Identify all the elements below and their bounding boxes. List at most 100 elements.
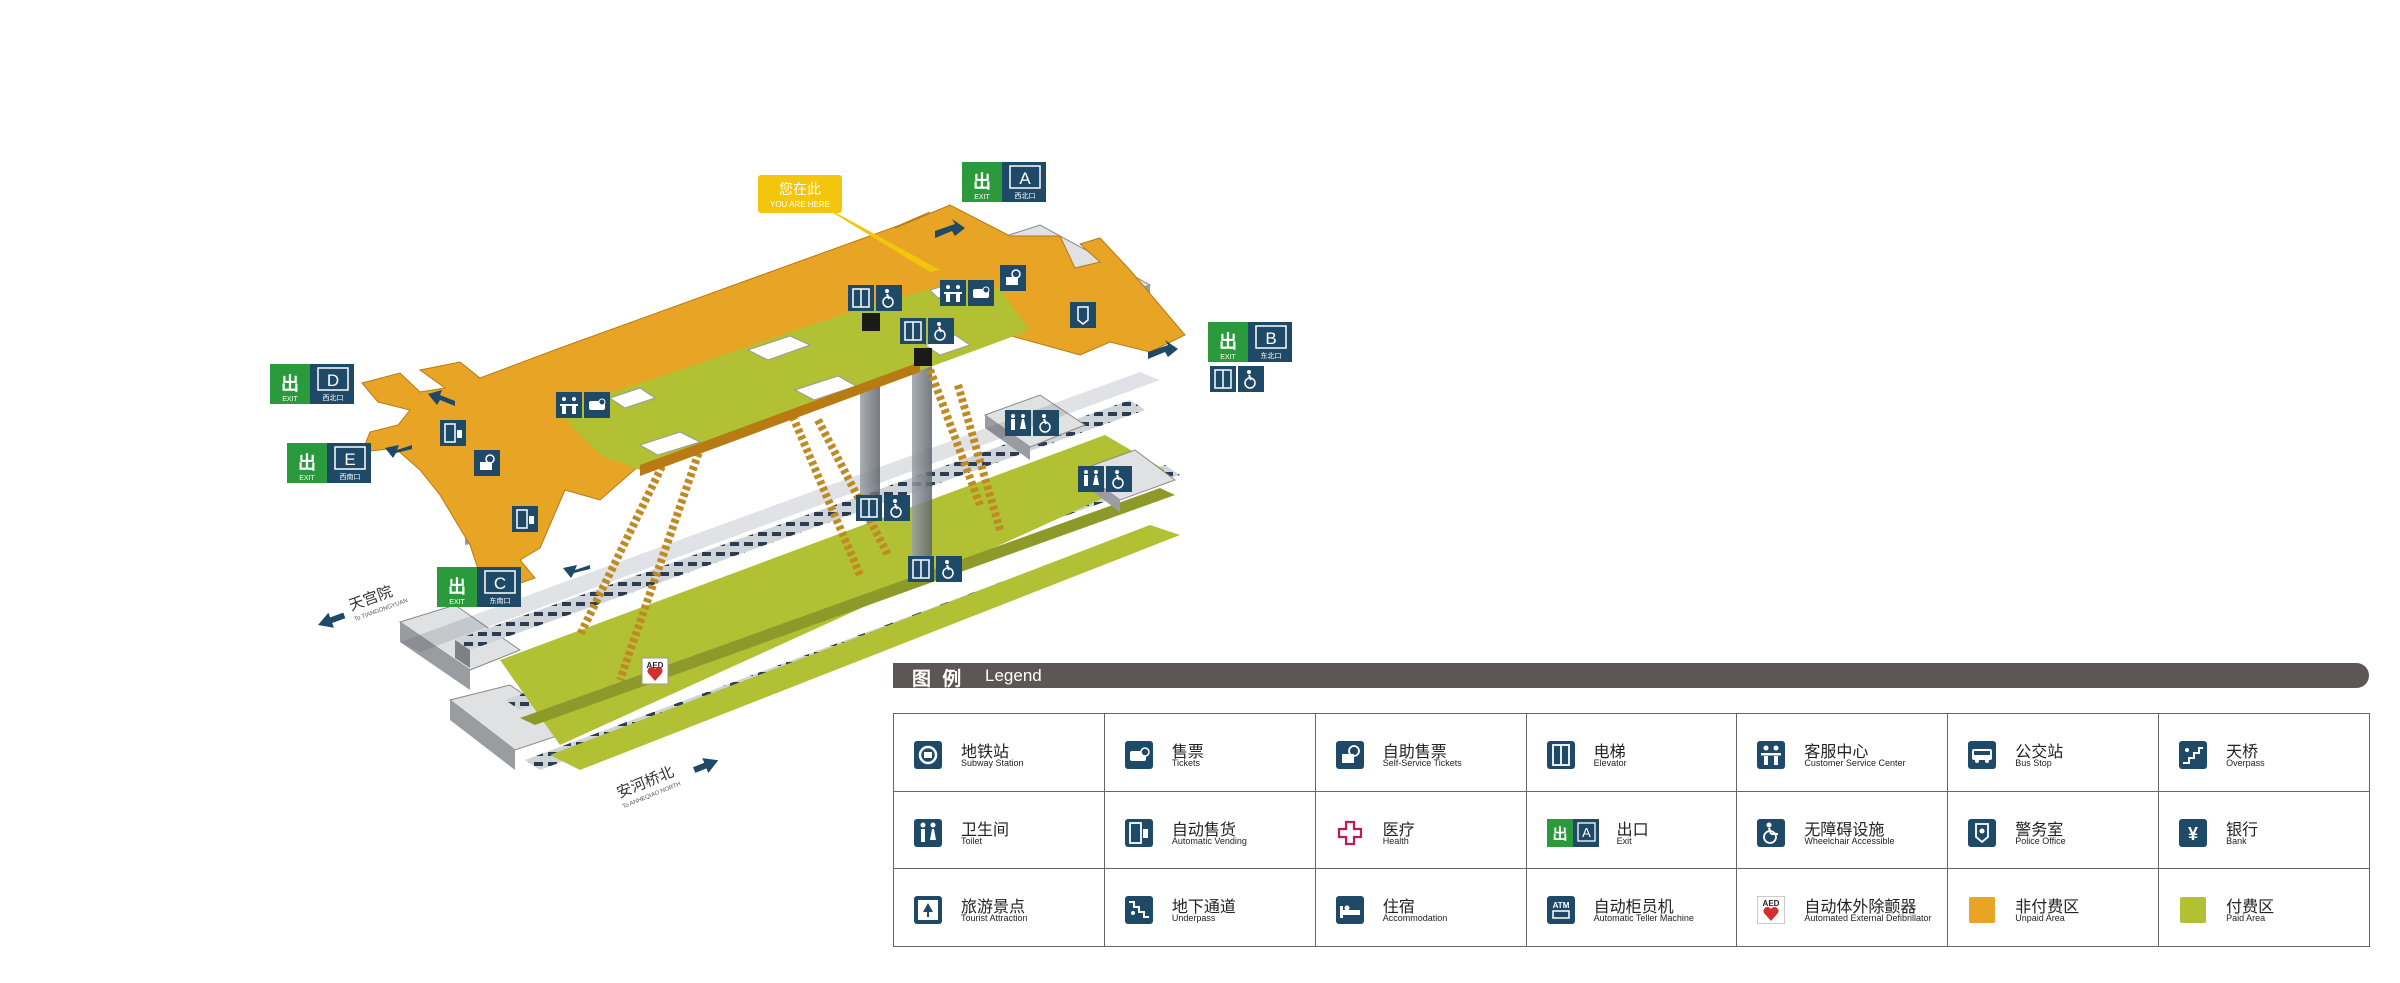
legend-item-bank: ¥ 银行 Bank [2159,791,2370,870]
exit-label: EXIT [1220,354,1236,361]
exit-letter: E [344,450,355,469]
legend-label-en: Automatic Vending [1171,835,1247,846]
legend-label-en: Customer Service Center [1804,758,1906,768]
legend-label-en: Toilet [961,835,983,846]
legend-label-zh: 公交站 [2015,744,2064,761]
customer-service-icon [940,280,966,306]
tickets-icon [1124,741,1153,769]
bus-icon [1968,741,1997,769]
svg-text:ATM: ATM [1552,901,1569,910]
legend-label-en: Automatic Teller Machine [1593,913,1694,924]
legend-label-zh: 地下通道 [1171,899,1236,917]
exit-arrows [385,219,1178,578]
subway-icon [914,741,942,769]
exit-label: EXIT [974,194,990,201]
legend-item-health: 医疗 Health [1315,791,1527,870]
legend-label-zh: 无障碍设施 [1804,821,1885,839]
health-icon [1335,818,1364,847]
exit-letter: D [327,371,339,390]
wheelchair-icon [876,285,902,311]
exit-sign-c[interactable]: 出 EXIT C 东南口 [437,567,521,607]
legend-label-en: Elevator [1593,758,1627,768]
legend-item-unpaid-area: 非付费区 Unpaid Area [1948,869,2160,947]
tourist-icon [914,896,942,925]
elevator-icon [908,556,934,582]
toilet-icon [1005,410,1031,436]
legend-label-zh: 医疗 [1382,821,1415,839]
legend-label-zh: 自助售票 [1382,744,1447,761]
legend-label-zh: 住宿 [1382,899,1415,917]
exit-name: 东南口 [490,596,511,605]
direction-anheqiao: 安河桥北 To ANHEQIAO NORTH [614,758,719,810]
legend-label-en: Bus Stop [2015,758,2052,768]
self-service-tickets-icon [474,450,500,476]
self-service-tickets-icon [1000,265,1026,291]
exit-letter: A [1582,825,1591,840]
legend-item-subway: 地铁站 Subway Station [894,714,1105,792]
exit-name: 西北口 [1015,192,1036,200]
police-icon [1070,302,1096,328]
legend-label-en: Tourist Attraction [961,913,1028,924]
platform-level [398,372,1180,770]
self-service-tickets-icon [1335,741,1364,769]
aed-label: AED [647,661,664,670]
exit-glyph: 出 [448,576,466,597]
legend-label-en: Subway Station [961,758,1024,768]
legend-item-aed: AED 自动体外除颤器 Automated External Defibrill… [1737,869,1949,947]
exit-glyph: 出 [1219,331,1237,352]
legend-label-zh: 卫生间 [961,821,1010,839]
legend-label-en: Underpass [1171,913,1216,924]
legend-item-self-service-tickets: 自助售票 Self-Service Tickets [1315,714,1527,792]
direction-tiangongyuan: 天宫院 To TIANGONGYUAN [318,582,409,628]
exit-sign-e[interactable]: 出 EXIT E 西南口 [287,443,371,483]
legend-item-atm: ATM 自动柜员机 Automatic Teller Machine [1526,869,1738,947]
legend-label-zh: 自动售货 [1171,821,1236,839]
legend-label-en: Paid Area [2226,913,2266,924]
legend-title-zh: 图 例 [912,669,965,690]
legend-label-zh: 自动柜员机 [1593,899,1674,917]
map-facility-icons: AED [440,265,1264,685]
legend-label-zh: 自动体外除颤器 [1804,899,1917,917]
legend-item-vending: 自动售货 Automatic Vending [1104,791,1316,870]
wheelchair-icon [928,318,954,344]
exit-name: 东北口 [1261,351,1282,360]
legend-label-en: Tickets [1171,758,1201,768]
vending-icon [440,420,466,446]
legend-label-en: Police Office [2015,835,2066,846]
exit-sign-a[interactable]: 出 EXIT A 西北口 [962,162,1046,202]
legend-item-bus: 公交站 Bus Stop [1948,714,2160,792]
legend-item-police: 警务室 Police Office [1948,791,2160,870]
accommodation-icon [1335,896,1364,925]
wheelchair-icon [884,495,910,521]
unpaid-area-swatch [1969,897,1996,924]
customer-service-icon [1757,741,1786,769]
you-are-here-marker: 您在此 YOU ARE HERE [758,175,940,272]
legend-label-zh: 地铁站 [961,744,1010,761]
legend-label-en: Wheelchair Accessible [1804,835,1895,846]
exit-glyph: 出 [281,373,299,394]
exit-letter: A [1019,169,1031,188]
elevator-icon [900,318,926,344]
legend-header: 图 例 Legend [893,663,2369,690]
exit-glyph: 出 [1552,825,1567,843]
wheelchair-icon [1238,366,1264,392]
elevator-icon [856,495,882,521]
legend-label-en: Health [1382,835,1409,846]
tickets-icon [584,392,610,418]
legend-label-en: Accommodation [1382,913,1448,924]
legend-label-en: Self-Service Tickets [1382,758,1462,768]
legend-item-underpass: 地下通道 Underpass [1104,869,1316,947]
exit-letter: C [494,574,506,593]
elevator-icon [1210,366,1236,392]
aed-label: AED [1763,899,1780,908]
wheelchair-icon [1106,466,1132,492]
legend-item-elevator: 电梯 Elevator [1526,714,1738,792]
legend-label-zh: 电梯 [1593,744,1626,761]
legend-item-overpass: 天桥 Overpass [2159,714,2370,792]
exit-sign-d[interactable]: 出 EXIT D 西北口 [270,364,354,404]
legend-label-zh: 售票 [1171,744,1204,761]
police-icon [1968,818,1997,847]
exit-sign-b[interactable]: 出 EXIT B 东北口 [1208,322,1292,362]
exit-name: 西北口 [323,394,344,402]
